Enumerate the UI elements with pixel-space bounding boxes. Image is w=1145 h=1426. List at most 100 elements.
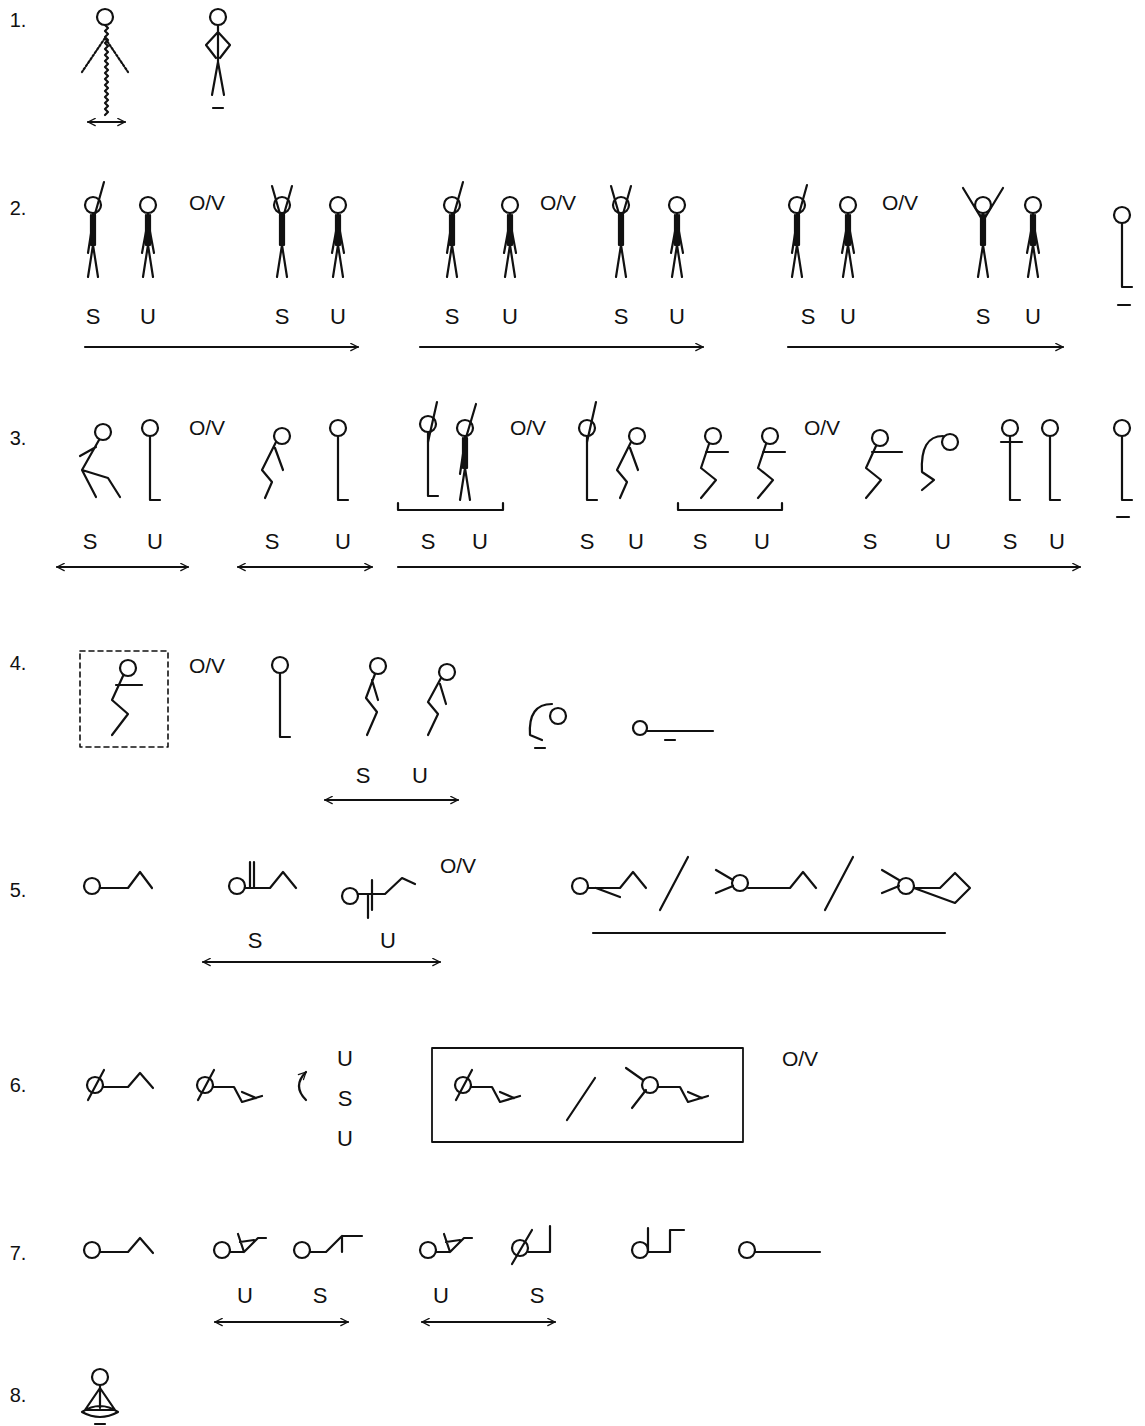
- figure-knee-drop-stroke: [456, 1070, 520, 1102]
- figure-squat-to-lying-stroke: [112, 676, 142, 735]
- figure-squat-sequence: [57, 402, 1132, 567]
- figure-leg-raise-stroke: [100, 1238, 153, 1253]
- figure-arm-raise-stroke: [330, 197, 346, 277]
- phase-label: U: [628, 531, 644, 553]
- phase-label: U: [237, 1285, 253, 1307]
- figure-squat-sequence-stroke: [587, 402, 596, 442]
- phase-label: S: [976, 306, 991, 328]
- figure-squat-sequence-stroke: [57, 566, 188, 568]
- figure-leg-raise-stroke: [84, 1242, 100, 1258]
- figure-squat-sequence-stroke: [460, 404, 476, 474]
- figure-leg-raise-stroke: [755, 1251, 820, 1253]
- option-label: O/V: [540, 192, 576, 213]
- figure-arm-raise-stroke: [140, 197, 156, 277]
- figure-arm-raise-stroke: [447, 182, 463, 253]
- figure-knee-drop-stroke: [299, 1072, 306, 1100]
- figure-arm-raise-stroke: [613, 197, 629, 277]
- figure-leg-raise-stroke: [648, 1228, 684, 1252]
- figure-arm-raise-stroke: [85, 197, 101, 277]
- figure-arm-raise-stroke: [85, 346, 358, 348]
- option-label: O/V: [782, 1048, 818, 1069]
- row-number: 2.: [10, 198, 27, 218]
- option-label: O/V: [882, 192, 918, 213]
- phase-label: S: [313, 1285, 328, 1307]
- option-label: O/V: [189, 192, 225, 213]
- figure-knee-drop-stroke: [198, 1070, 262, 1102]
- figure-arm-raise-stroke: [274, 197, 290, 277]
- figure-arm-raise-stroke: [502, 197, 518, 277]
- figure-squat-to-lying-stroke: [633, 721, 647, 735]
- figure-lying-crunch-stroke: [342, 888, 358, 904]
- figure-squat-sequence-stroke: [95, 424, 111, 440]
- figure-arm-raise-stroke: [792, 185, 807, 253]
- figure-squat-sequence-stroke: [872, 430, 888, 446]
- phase-label: U: [669, 306, 685, 328]
- figure-arm-raise-stroke: [840, 197, 856, 277]
- row-number: 6.: [10, 1075, 27, 1095]
- figure-shaking-stroke: [88, 121, 125, 123]
- phase-label: S: [693, 531, 708, 553]
- phase-label: U: [335, 531, 351, 553]
- figure-squat-sequence-stroke: [758, 444, 785, 498]
- phase-label: S: [275, 306, 290, 328]
- phase-label: S: [614, 306, 629, 328]
- figure-squat-to-lying-stroke: [647, 731, 713, 740]
- phase-label: S: [265, 531, 280, 553]
- figure-squat-sequence-stroke: [142, 420, 160, 500]
- figure-squat-to-lying-stroke: [530, 704, 552, 748]
- phase-label: U: [840, 306, 856, 328]
- phase-label: U: [412, 765, 428, 787]
- figure-squat-sequence-stroke: [420, 416, 438, 496]
- figure-squat-to-lying: [80, 651, 713, 800]
- phase-label: U: [337, 1048, 353, 1070]
- option-label: O/V: [440, 855, 476, 876]
- row-number: 4.: [10, 653, 27, 673]
- figure-squat-sequence-stroke: [398, 503, 503, 510]
- figure-knee-drop-stroke: [88, 1070, 153, 1100]
- figure-squat-to-lying-stroke: [272, 657, 290, 737]
- figure-lying-crunch: [84, 857, 970, 962]
- figure-shaking-stroke: [82, 38, 128, 72]
- figure-lying-crunch-stroke: [825, 857, 853, 910]
- figure-leg-raise-stroke: [310, 1236, 362, 1252]
- figure-hands-on-hips-stroke: [210, 9, 226, 25]
- phase-label: S: [801, 306, 816, 328]
- figure-arm-raise-stroke: [669, 197, 685, 277]
- figure-squat-sequence-stroke: [866, 446, 902, 498]
- figure-seated: [82, 1369, 118, 1424]
- figure-squat-to-lying-stroke: [325, 799, 458, 801]
- figure-lying-crunch-stroke: [732, 875, 748, 891]
- figure-squat-sequence-stroke: [762, 428, 778, 444]
- row-number: 8.: [10, 1385, 27, 1405]
- figure-squat-sequence-stroke: [1114, 420, 1132, 500]
- figure-squat-sequence-stroke: [330, 420, 348, 500]
- figure-leg-raise-stroke: [215, 1321, 348, 1323]
- figure-arm-raise-stroke: [788, 346, 1063, 348]
- figure-leg-raise-stroke: [739, 1242, 755, 1258]
- option-label: O/V: [189, 417, 225, 438]
- figure-leg-raise-stroke: [436, 1234, 472, 1252]
- figure-leg-raise-stroke: [422, 1321, 555, 1323]
- figure-arm-raise-stroke: [789, 197, 805, 277]
- figure-arm-raise-stroke: [1027, 221, 1039, 253]
- phase-label: S: [86, 306, 101, 328]
- figure-squat-sequence-stroke: [1117, 516, 1129, 518]
- figure-squat-to-lying-stroke: [120, 660, 136, 676]
- figure-leg-raise-stroke: [420, 1242, 436, 1258]
- figure-arm-raise-stroke: [444, 197, 460, 277]
- figure-squat-sequence-stroke: [1001, 441, 1022, 443]
- phase-label: S: [530, 1285, 545, 1307]
- figure-arm-raise-stroke: [842, 221, 854, 253]
- phase-label: U: [140, 306, 156, 328]
- figure-squat-sequence-stroke: [238, 566, 372, 568]
- figure-squat-to-lying-stroke: [428, 678, 446, 735]
- figure-leg-raise-stroke: [294, 1242, 310, 1258]
- phase-label: S: [421, 531, 436, 553]
- figure-lying-crunch-stroke: [593, 932, 945, 934]
- phase-label: S: [356, 765, 371, 787]
- figure-lying-crunch-stroke: [716, 870, 816, 893]
- figure-knee-drop-stroke: [567, 1078, 595, 1120]
- figure-arm-raise-stroke: [611, 186, 631, 221]
- figure-hands-on-hips-stroke: [206, 25, 230, 108]
